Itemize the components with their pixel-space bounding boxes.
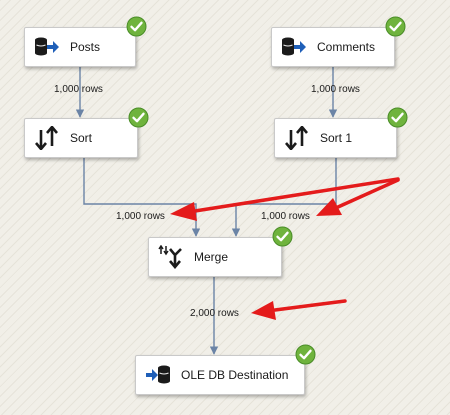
sort-icon (34, 126, 60, 150)
path-row-count-label[interactable]: 1,000 rows (116, 211, 165, 222)
sort-icon (284, 126, 310, 150)
success-check-icon (387, 107, 408, 128)
node-label: Merge (194, 250, 229, 264)
path-sort1-to-merge[interactable] (231, 158, 337, 237)
success-check-icon (272, 226, 293, 247)
node-label: Comments (317, 40, 376, 54)
posts-source-node[interactable]: Posts (24, 16, 147, 67)
success-check-icon (126, 16, 147, 37)
path-row-count-label[interactable]: 2,000 rows (190, 308, 239, 319)
success-check-icon (385, 16, 406, 37)
ole-db-destination-node[interactable]: OLE DB Destination (135, 344, 316, 395)
merge-icon (158, 245, 184, 269)
ole-db-source-icon (34, 35, 60, 59)
path-row-count-label[interactable]: 1,000 rows (311, 84, 360, 95)
comments-source-node[interactable]: Comments (271, 16, 406, 67)
node-label: Posts (70, 40, 101, 54)
success-check-icon (295, 344, 316, 365)
node-label: Sort 1 (320, 131, 353, 145)
ole-db-source-icon (281, 35, 307, 59)
sort-transform-node[interactable]: Sort (24, 107, 149, 158)
success-check-icon (128, 107, 149, 128)
path-row-count-label[interactable]: 1,000 rows (261, 211, 310, 222)
path-row-count-label[interactable]: 1,000 rows (54, 84, 103, 95)
node-label: OLE DB Destination (181, 368, 289, 382)
node-label: Sort (70, 131, 93, 145)
merge-transform-node[interactable]: Merge (148, 226, 293, 277)
path-sort-to-merge[interactable] (83, 158, 201, 237)
ole-db-destination-icon (145, 363, 171, 387)
sort-1-transform-node[interactable]: Sort 1 (274, 107, 408, 158)
